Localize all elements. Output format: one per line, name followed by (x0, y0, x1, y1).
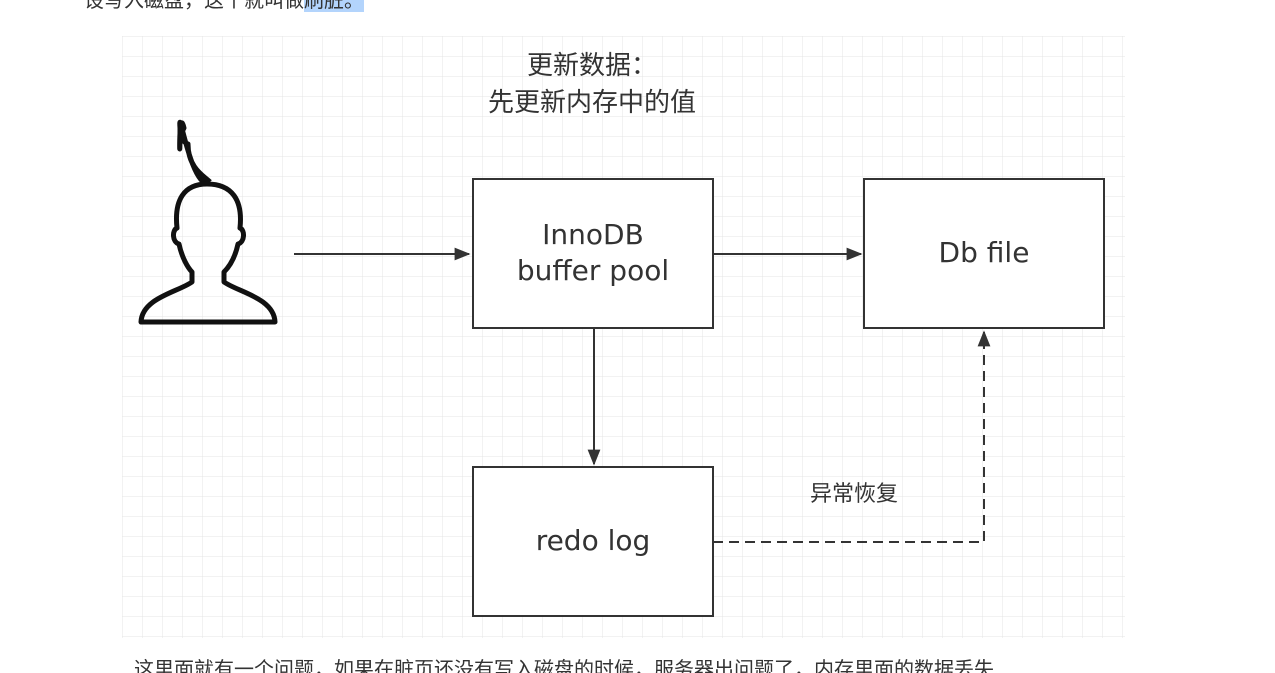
buffer-pool-label-line-1: InnoDB (542, 218, 644, 251)
node-buffer-pool-label: InnoDB buffer pool (473, 217, 713, 289)
heading-line-1: 更新数据： (526, 51, 657, 81)
buffer-pool-label-line-2: buffer pool (516, 254, 670, 287)
heading-line-2: 先更新内存中的值 (487, 88, 696, 118)
redo-log-diagram: 更新数据： 先更新内存中的值 InnoDB buffer pool Db fil… (122, 36, 1125, 638)
paragraph-above-text: 设写入磁盘，这个就叫做 (84, 0, 304, 12)
node-redo-log-label: redo log (535, 524, 651, 557)
node-buffer-pool-box (472, 178, 714, 329)
user-head-body (138, 181, 278, 325)
edge-label-recovery: 异常恢复 (810, 482, 899, 507)
highlighted-text: 刷脏。 (304, 0, 364, 12)
diagram-canvas (122, 36, 1125, 638)
node-db-file-label: Db file (938, 236, 1030, 269)
paragraph-below: 这里面就有一个问题，如果在脏页还没有写入磁盘的时候，服务器出问题了，内存里面的数… (134, 657, 994, 673)
diagram-heading: 更新数据： 先更新内存中的值 (432, 48, 752, 122)
node-redo-log-box (472, 466, 714, 617)
paragraph-above: 设写入磁盘，这个就叫做刷脏。 (84, 0, 364, 13)
node-db-file-box (863, 178, 1105, 329)
user-silhouette-icon (177, 119, 212, 187)
